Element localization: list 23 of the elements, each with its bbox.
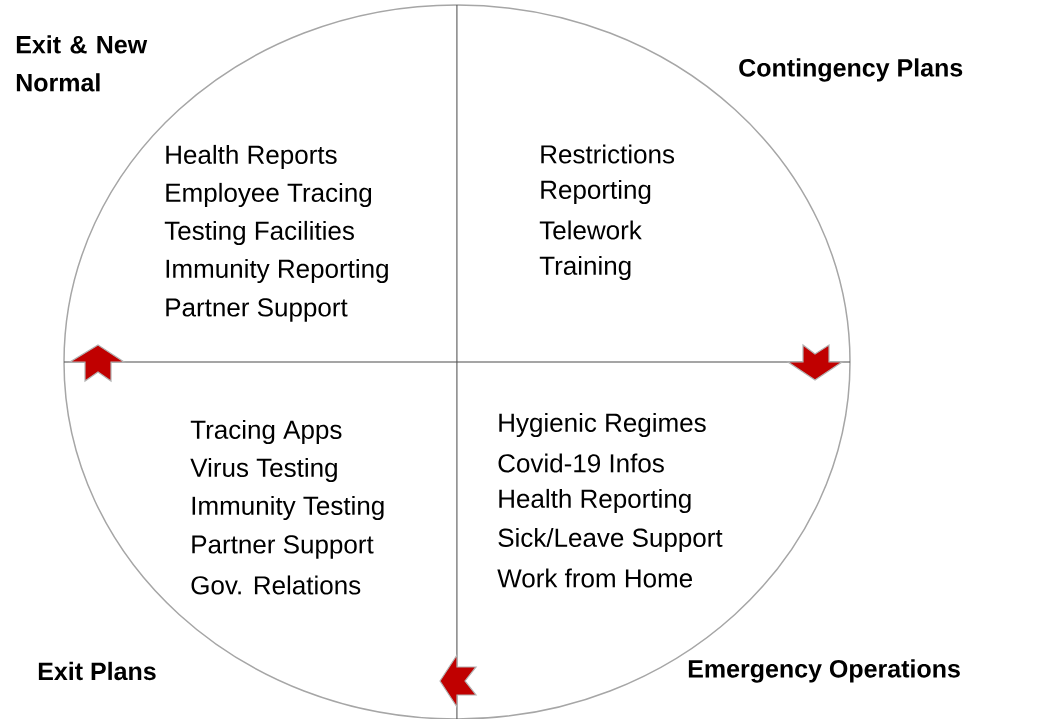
list-item: Immunity Reporting <box>166 258 388 284</box>
list-item: Partner Support <box>166 298 348 322</box>
list-item: Employee Tracing <box>166 182 372 208</box>
list-item: Telework <box>539 220 642 240</box>
list-item: Testing Facilities <box>164 220 354 246</box>
list-item: Immunity Testing <box>192 495 384 521</box>
quadrant-title: Exit Plans <box>38 661 156 681</box>
list-item: Hygienic Regimes <box>499 412 706 438</box>
quadrant-title: Contingency Plans <box>739 58 963 82</box>
list-item: Virus Testing <box>190 457 337 483</box>
list-item: Tracing Apps <box>190 419 342 445</box>
quadrant-title: Emergency Operations <box>688 659 960 683</box>
list-item: Health Reports <box>166 144 337 170</box>
list-item: Training <box>539 255 631 281</box>
list-item: Covid-19 Infos <box>498 453 664 473</box>
quadrant-title: Exit & New Normal <box>16 35 148 92</box>
list-item: Health Reporting <box>499 488 691 514</box>
list-item: Partner Support <box>192 535 374 559</box>
list-item: Restrictions <box>541 144 675 164</box>
list-item: Reporting <box>541 179 651 205</box>
list-item: Gov. Relations <box>191 575 361 595</box>
list-item: Sick/Leave Support <box>498 527 723 553</box>
list-item: Work from Home <box>497 568 692 588</box>
